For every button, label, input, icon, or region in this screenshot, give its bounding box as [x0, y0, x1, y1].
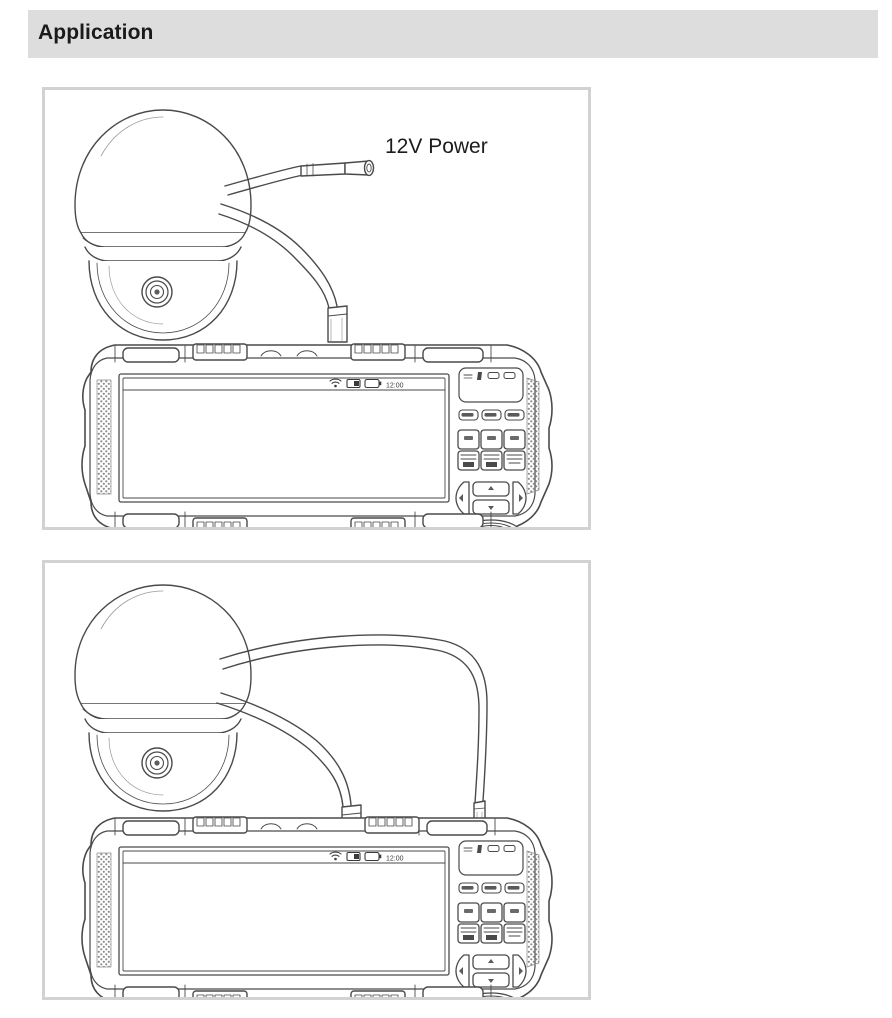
top-edge-ports [114, 343, 492, 363]
power-indicator-icon [477, 845, 482, 853]
dpad-cluster[interactable] [455, 481, 527, 515]
keypad-area [455, 367, 527, 527]
soft-key-row[interactable] [458, 409, 525, 421]
wifi-icon [329, 378, 342, 388]
section-header-banner: Application [28, 10, 878, 58]
function-key-grid[interactable] [457, 429, 526, 471]
fn-key-4 [457, 450, 480, 471]
status-bar: 12:00 [329, 851, 404, 863]
left-grip-texture [96, 379, 112, 495]
fn-key-4 [457, 923, 480, 944]
figure-panel-1: 12:00 [42, 87, 591, 530]
status-bar: 12:00 [329, 378, 404, 390]
power-cable [224, 159, 375, 196]
led-indicator-1 [487, 372, 500, 379]
device-screen[interactable] [118, 846, 450, 976]
video-cable [218, 203, 348, 343]
dc-barrel-connector [300, 159, 375, 177]
right-grip-texture [526, 377, 540, 495]
dome-camera [74, 584, 252, 812]
handheld-cctv-tester: 12:00 [81, 816, 553, 997]
fn-key-6 [503, 923, 526, 944]
battery-icon [364, 378, 382, 389]
indicator-panel [458, 367, 524, 403]
led-indicator-2 [503, 372, 516, 379]
top-edge-ports [114, 816, 496, 836]
figure-panel-2: 12:00 [42, 560, 591, 1000]
battery-icon [364, 851, 382, 862]
bottom-edge-ports [114, 511, 492, 527]
network-cable [219, 634, 488, 826]
soft-key-row[interactable] [458, 882, 525, 894]
camera-lens [141, 276, 173, 308]
page-title: Application [38, 21, 154, 44]
cable-plug [327, 305, 348, 343]
led-indicator-2 [503, 845, 516, 852]
fn-key-5 [480, 450, 503, 471]
left-grip-texture [96, 852, 112, 968]
fn-key-5 [480, 923, 503, 944]
signal-battery-icon [346, 378, 361, 389]
figure-2-illustration: 12:00 [74, 584, 553, 997]
camera-lens [141, 747, 173, 779]
dpad-cluster[interactable] [455, 954, 527, 988]
figure-1-illustration: 12:00 [74, 109, 553, 527]
wifi-icon [329, 851, 342, 861]
fn-key-6 [503, 450, 526, 471]
handheld-cctv-tester: 12:00 [81, 343, 553, 527]
keypad-area [455, 840, 527, 997]
status-bar-time: 12:00 [386, 856, 404, 863]
device-screen[interactable] [118, 373, 450, 503]
status-bar-time: 12:00 [386, 383, 404, 390]
annotation-12v-power: 12V Power [385, 135, 488, 158]
power-indicator-icon [477, 372, 482, 380]
signal-battery-icon [346, 851, 361, 862]
led-indicator-1 [487, 845, 500, 852]
bottom-edge-ports [114, 984, 492, 997]
dome-camera [74, 109, 252, 341]
function-key-grid[interactable] [457, 902, 526, 944]
indicator-panel [458, 840, 524, 876]
right-grip-texture [526, 850, 540, 968]
